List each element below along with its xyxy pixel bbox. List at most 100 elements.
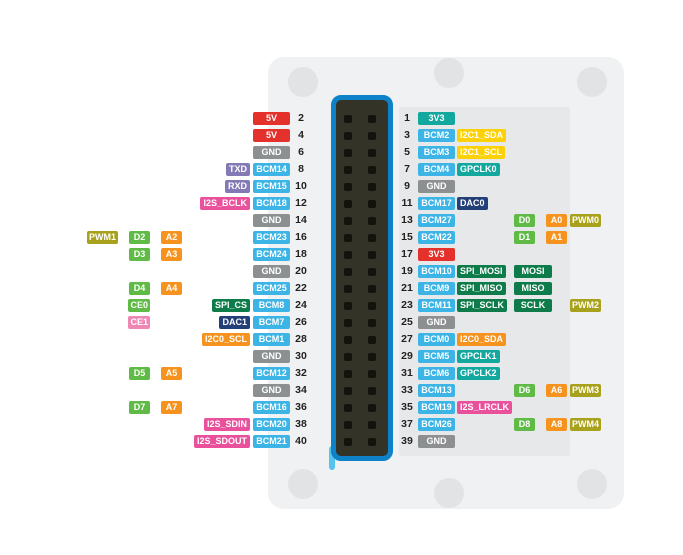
- label-slot: GND: [252, 214, 290, 227]
- pin-label-i2s_sdout: I2S_SDOUT: [193, 435, 250, 448]
- pin-label-gnd: GND: [418, 316, 455, 329]
- mounting-hole: [434, 58, 464, 88]
- pin-label-spi_miso: SPI_MISO: [457, 282, 506, 295]
- pin-label-a4: A4: [161, 282, 182, 295]
- label-slot: PWM0: [570, 214, 606, 227]
- pin-number-2: 2: [298, 112, 304, 124]
- header-pin: [368, 403, 376, 412]
- pin-label-gnd: GND: [253, 214, 290, 227]
- header-pin: [368, 182, 376, 191]
- label-slot: BCM8: [252, 299, 290, 312]
- label-slot: BCM18: [252, 197, 290, 210]
- header-pin: [368, 369, 376, 378]
- label-slot: PWM4: [570, 418, 606, 431]
- label-slot: 3V3: [418, 112, 456, 125]
- label-slot: BCM4: [418, 163, 456, 176]
- label-slot: D4: [120, 282, 150, 295]
- pin-label-miso: MISO: [514, 282, 552, 295]
- header-pin: [344, 437, 352, 446]
- label-slot: I2C1_SDA: [457, 129, 517, 142]
- pin-label-spi_cs: SPI_CS: [211, 299, 250, 312]
- pin-number-3: 3: [404, 129, 410, 141]
- label-slot: BCM24: [252, 248, 290, 261]
- pin-label-ce1: CE1: [128, 316, 150, 329]
- pin-label-bcm7: BCM7: [253, 316, 290, 329]
- label-slot: BCM17: [418, 197, 456, 210]
- label-slot: D7: [120, 401, 150, 414]
- pin-number-20: 20: [295, 265, 307, 277]
- pin-number-36: 36: [295, 401, 307, 413]
- label-slot: GPCLK0: [457, 163, 517, 176]
- header-pin: [368, 284, 376, 293]
- pin-label-a1: A1: [546, 231, 567, 244]
- header-pin: [368, 131, 376, 140]
- pin-number-6: 6: [298, 146, 304, 158]
- label-slot: BCM7: [252, 316, 290, 329]
- pin-label-bcm25: BCM25: [253, 282, 290, 295]
- label-slot: BCM5: [418, 350, 456, 363]
- header-pin: [344, 165, 352, 174]
- header-pin: [344, 420, 352, 429]
- pin-label-i2s_sdin: I2S_SDIN: [203, 418, 250, 431]
- header-pin: [344, 267, 352, 276]
- pin-label-a3: A3: [161, 248, 182, 261]
- pin-label-bcm14: BCM14: [253, 163, 290, 176]
- pin-label-bcm17: BCM17: [418, 197, 455, 210]
- pin-label-bcm15: BCM15: [253, 180, 290, 193]
- header-pin: [368, 148, 376, 157]
- pin-label-i2c1_sda: I2C1_SDA: [457, 129, 507, 142]
- pin-label-sclk: SCLK: [514, 299, 552, 312]
- label-slot: A4: [154, 282, 182, 295]
- label-slot: I2S_SDIN: [188, 418, 250, 431]
- pin-label-bcm26: BCM26: [418, 418, 455, 431]
- pin-number-31: 31: [401, 367, 413, 379]
- pin-number-35: 35: [401, 401, 413, 413]
- pin-number-40: 40: [295, 435, 307, 447]
- pin-number-27: 27: [401, 333, 413, 345]
- pin-label-5v: 5V: [253, 112, 290, 125]
- label-slot: PWM1: [82, 231, 118, 244]
- header-pin: [368, 267, 376, 276]
- label-slot: GND: [418, 435, 456, 448]
- header-pin: [344, 233, 352, 242]
- label-slot: A8: [546, 418, 574, 431]
- label-slot: D1: [514, 231, 544, 244]
- mounting-hole: [288, 469, 318, 499]
- pin-label-bcm21: BCM21: [253, 435, 290, 448]
- header-pin: [368, 335, 376, 344]
- mounting-hole: [288, 67, 318, 97]
- pin-label-bcm5: BCM5: [418, 350, 455, 363]
- pin-label-gnd: GND: [253, 350, 290, 363]
- pin-label-bcm1: BCM1: [253, 333, 290, 346]
- pin-number-7: 7: [404, 163, 410, 175]
- label-slot: BCM13: [418, 384, 456, 397]
- pin-label-dac1: DAC1: [219, 316, 250, 329]
- header-pin: [344, 284, 352, 293]
- pin-label-i2c1_scl: I2C1_SCL: [457, 146, 506, 159]
- header-pin: [368, 233, 376, 242]
- pin-number-32: 32: [295, 367, 307, 379]
- pin-label-bcm27: BCM27: [418, 214, 455, 227]
- pin-label-i2c0_scl: I2C0_SCL: [201, 333, 250, 346]
- pin-number-15: 15: [401, 231, 413, 243]
- label-slot: A5: [154, 367, 182, 380]
- label-slot: SPI_MISO: [457, 282, 517, 295]
- pin-label-a7: A7: [161, 401, 182, 414]
- pin-label-gpclk2: GPCLK2: [457, 367, 500, 380]
- label-slot: GND: [252, 265, 290, 278]
- label-slot: BCM15: [252, 180, 290, 193]
- pin-label-bcm24: BCM24: [253, 248, 290, 261]
